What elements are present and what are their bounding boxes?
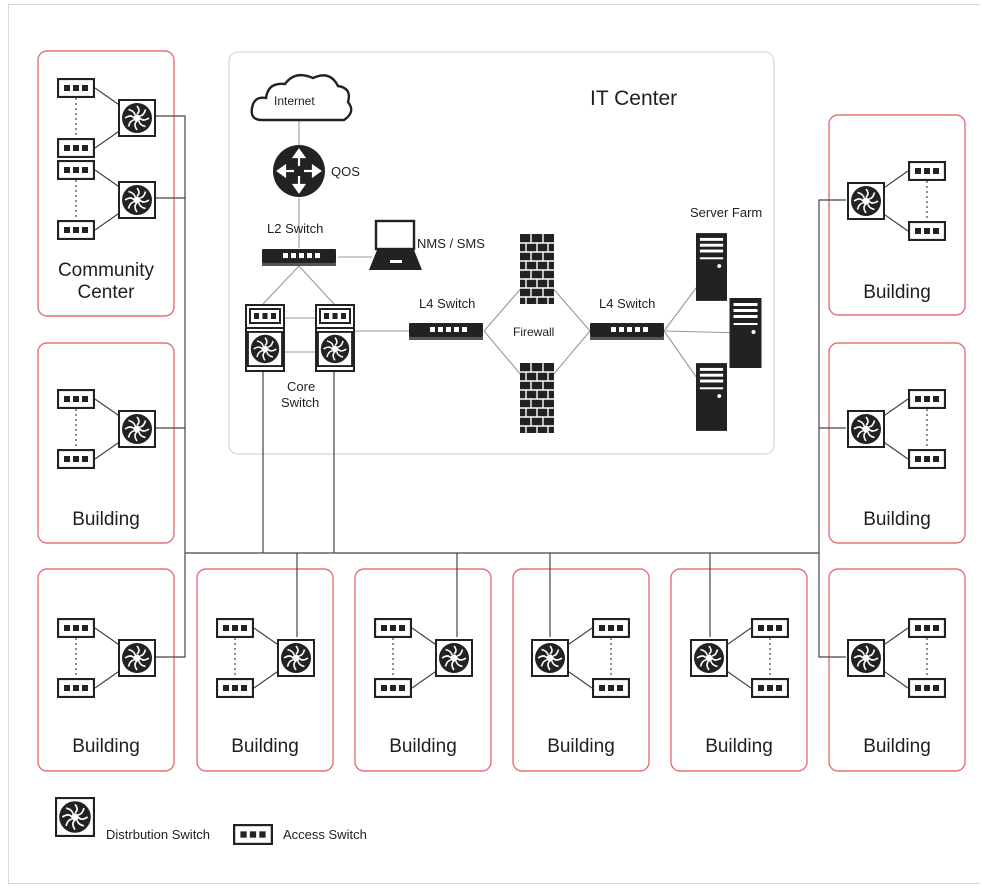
building-label-left-middle: Building: [72, 509, 140, 530]
server-icon: [729, 298, 762, 368]
building-label-bottom-5: Building: [705, 736, 773, 757]
core-switch-label-line1: Core: [287, 379, 316, 394]
building-label-bottom-1: Building: [72, 736, 140, 757]
qos-label: QOS: [331, 164, 360, 179]
l4-switch-icon: [590, 323, 664, 340]
l4-switch-left-label: L4 Switch: [419, 296, 476, 311]
firewall-label: Firewall: [513, 325, 555, 339]
server-farm-label: Server Farm: [690, 205, 763, 220]
core-switch-label-line2: Switch: [281, 395, 320, 410]
building-label-bottom-2: Building: [231, 736, 299, 757]
core-switch-icon: [246, 305, 284, 371]
building-label-right-top: Building: [863, 282, 931, 303]
internet-label: Internet: [274, 94, 315, 108]
building-label-bottom-6: Building: [863, 736, 931, 757]
legend-distribution-switch-icon: [55, 797, 95, 837]
backbone-links: [156, 115, 846, 658]
l4-switch-right-label: L4 Switch: [599, 296, 656, 311]
nms-laptop-icon: [369, 219, 422, 270]
legend-access-switch-label: Access Switch: [283, 827, 367, 842]
l2-switch-icon: [262, 249, 336, 266]
l2-switch-label: L2 Switch: [267, 221, 324, 236]
server-icon: [696, 233, 727, 301]
it-center-panel: [228, 51, 775, 455]
building-label-bottom-4: Building: [547, 736, 615, 757]
l4-switch-icon: [409, 323, 483, 340]
core-switch-icon: [316, 305, 354, 371]
legend-distribution-switch-label: Distrbution Switch: [106, 827, 211, 842]
server-icon: [696, 363, 727, 431]
it-center-title: IT Center: [590, 87, 678, 110]
community-center-label-line2: Center: [77, 282, 135, 303]
community-center-label-line1: Community: [57, 260, 155, 281]
nms-sms-label: NMS / SMS: [417, 236, 485, 251]
qos-router-icon: [273, 145, 325, 197]
building-label-bottom-3: Building: [389, 736, 457, 757]
firewall-icon: [520, 233, 554, 305]
legend-access-switch-icon: [233, 824, 273, 845]
internet-cloud-icon: [250, 73, 353, 122]
firewall-icon: [520, 362, 554, 434]
diagram-frame: [8, 4, 980, 884]
building-label-right-middle: Building: [863, 509, 931, 530]
